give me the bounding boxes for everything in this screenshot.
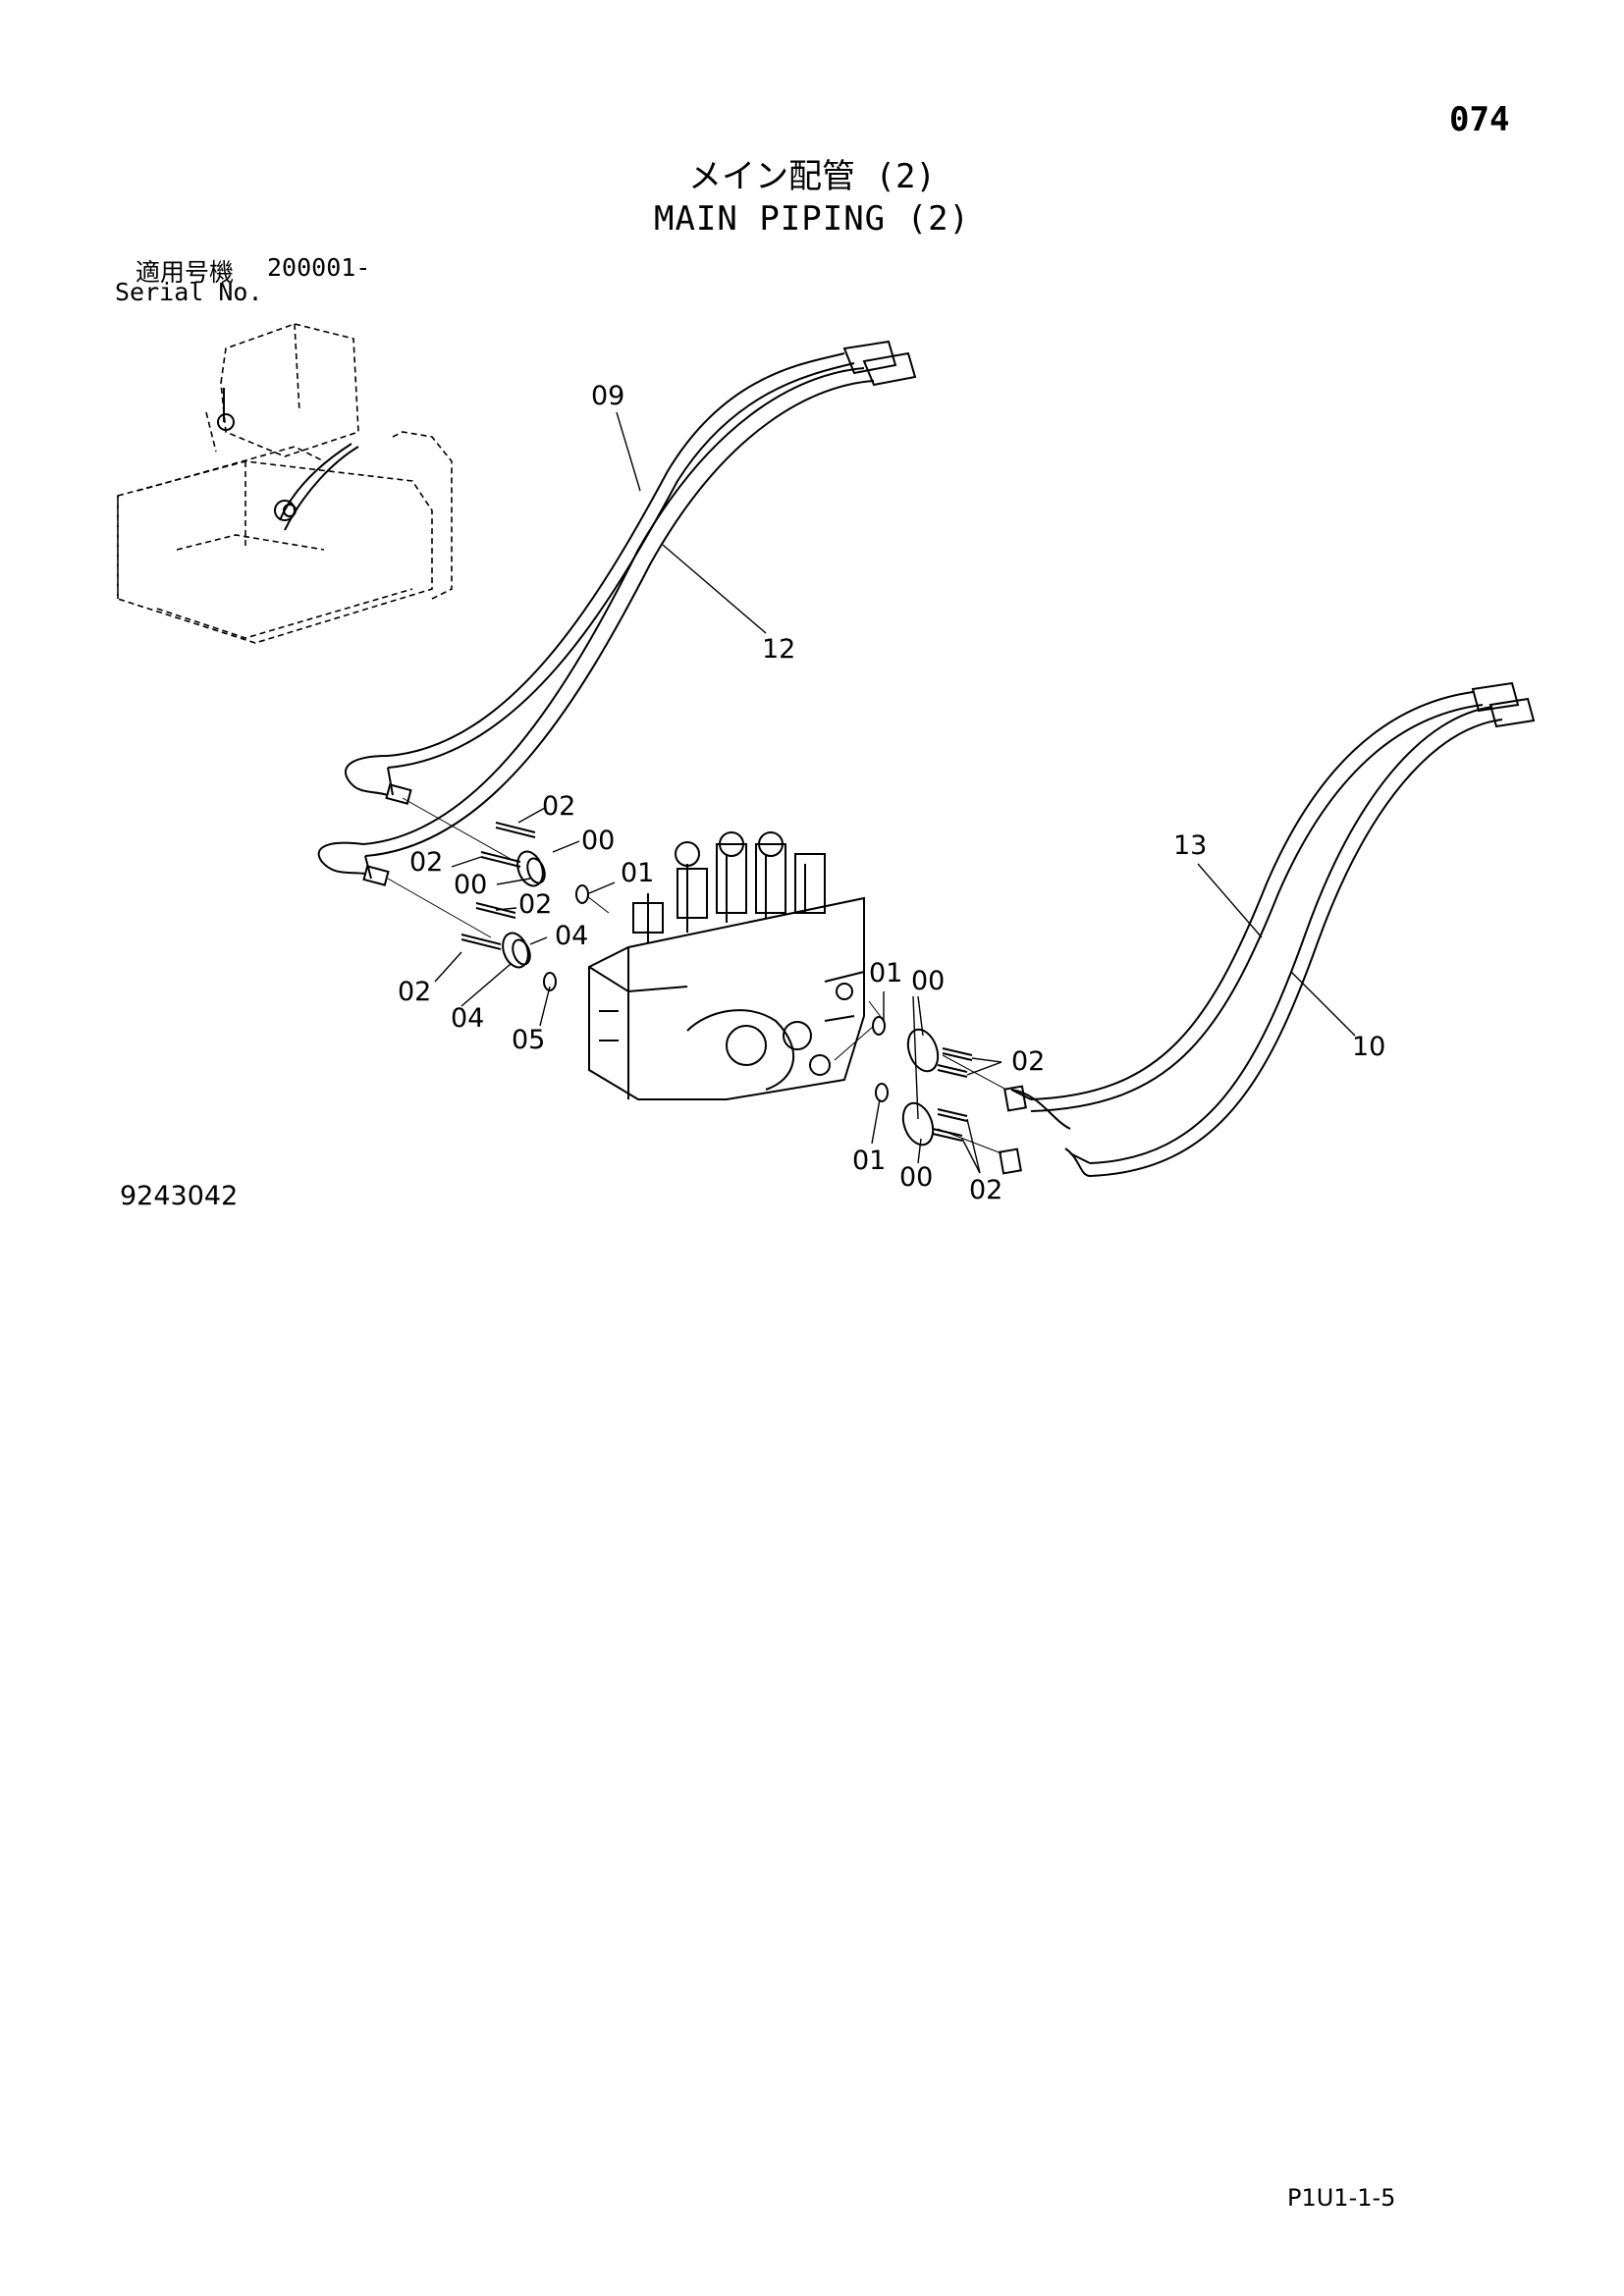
callout-02: 02 [398, 977, 431, 1007]
page-code: P1U1-1-5 [1287, 2184, 1396, 2212]
hose-13-10 [999, 681, 1536, 1177]
callout-13: 13 [1173, 830, 1207, 861]
page-title-japanese: メイン配管 (2) [688, 157, 936, 196]
callout-00: 00 [581, 826, 615, 856]
callout-00: 00 [899, 1162, 933, 1193]
callout-04: 04 [451, 1003, 484, 1034]
callout-02: 02 [518, 889, 552, 920]
leader-lines [434, 411, 1356, 1174]
callout-02: 02 [542, 791, 575, 822]
right-fittings [834, 1000, 1007, 1154]
callout-10: 10 [1352, 1032, 1385, 1062]
callout-00: 00 [911, 966, 945, 996]
page-number: 074 [1449, 100, 1510, 139]
serial-range: 200001- [267, 253, 371, 282]
control-valve [588, 831, 865, 1100]
machine-location-thumbnail [117, 323, 453, 644]
serial-label-japanese: 適用号機 [135, 258, 235, 287]
callout-00: 00 [454, 870, 487, 900]
callout-01: 01 [869, 958, 902, 988]
callout-01: 01 [621, 858, 654, 888]
serial-label-english: Serial No. [115, 278, 263, 306]
callout-02: 02 [969, 1175, 1002, 1205]
left-fittings [387, 797, 610, 991]
hose-09-12 [317, 340, 917, 886]
callout-02: 02 [1011, 1046, 1045, 1077]
callout-04: 04 [555, 921, 588, 951]
page-title-english: MAIN PIPING (2) [653, 199, 971, 239]
callout-12: 12 [762, 634, 795, 665]
drawing-number: 9243042 [120, 1181, 239, 1211]
highlighted-piping-thumbnail [217, 388, 359, 531]
callout-09: 09 [591, 381, 624, 411]
callout-05: 05 [512, 1025, 545, 1055]
callout-01: 01 [852, 1146, 886, 1176]
callout-labels: 09 12 13 10 02 00 02 00 01 02 04 02 04 0… [398, 381, 1385, 1205]
callout-02: 02 [409, 847, 443, 878]
